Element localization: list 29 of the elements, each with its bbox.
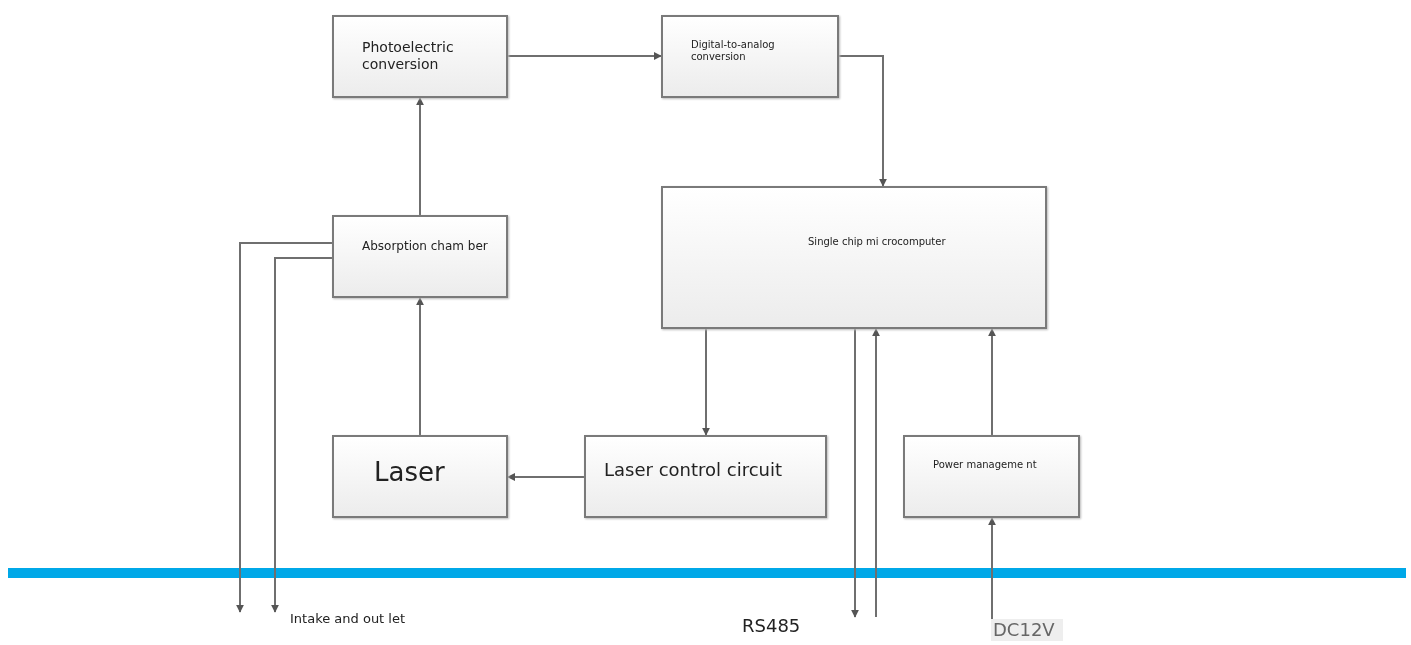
arrow (838, 55, 887, 187)
arrow (851, 328, 859, 618)
port-label: DC12V (991, 619, 1063, 641)
arrow (236, 242, 333, 613)
arrow (271, 257, 333, 613)
box-label: Laser control circuit (604, 459, 783, 481)
box-label: Digital-to-analog conversion (691, 39, 776, 63)
arrow (872, 328, 880, 618)
arrow (507, 473, 585, 481)
process-box (332, 435, 508, 518)
arrow (416, 297, 424, 436)
process-box (903, 435, 1080, 518)
arrow (507, 52, 662, 60)
process-box (661, 15, 839, 98)
arrow (416, 97, 424, 216)
process-box (332, 15, 508, 98)
box-label: Single chip mi crocomputer (808, 236, 947, 248)
arrow (988, 517, 996, 620)
box-label: Power manageme nt (933, 459, 1038, 471)
port-label: Intake and out let (290, 612, 407, 625)
port-label: RS485 (742, 617, 802, 635)
box-label: Photoelectric conversion (362, 39, 455, 73)
box-label: Laser (374, 457, 446, 489)
process-box (332, 215, 508, 298)
arrow (702, 328, 710, 436)
box-label: Absorption cham ber (362, 239, 489, 254)
process-box (661, 186, 1047, 329)
process-box (584, 435, 827, 518)
arrow (988, 328, 996, 436)
